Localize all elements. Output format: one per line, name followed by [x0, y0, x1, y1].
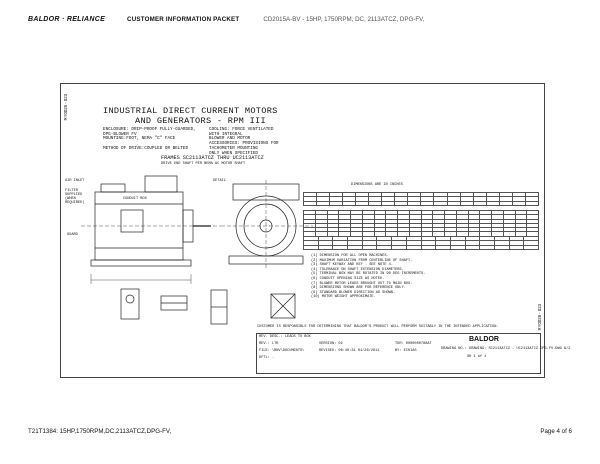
footer-page-number: Page 4 of 6 — [540, 428, 572, 435]
tdr-number: TDR: 0000000788AT — [395, 342, 432, 346]
drawing-notes: (1) DIMENSION FOR ALL OPEN MACHINES. (2)… — [311, 254, 426, 300]
drawing-frame: RY0028 - 023 RY0028 - 023 INDUSTRIAL DIR… — [60, 83, 570, 378]
rev-desc: REV. DESC.: LEADS TO BOX — [259, 335, 311, 339]
drawn-by: BY: ECHIAS — [395, 349, 417, 353]
page-header: BALDOR · RELIANCE CUSTOMER INFORMATION P… — [28, 12, 588, 26]
dimensions-title: DIMENSIONS ARE IN INCHES — [351, 183, 403, 187]
footer-left: T21T1384: 15HP,1750RPM,DC,2113ATCZ,DPG-F… — [28, 428, 172, 435]
product-description: CD2015A-BV - 15HP, 1750RPM, DC, 2113ATCZ… — [263, 15, 425, 23]
detail-label: DETAIL — [213, 179, 226, 183]
guard-label: GUARD — [67, 233, 78, 237]
sheet-number: SH 1 of 1 — [467, 355, 487, 359]
drawing-number: DRAWING NO.: DRAWING: SC2113ATCZ - UC211… — [441, 347, 571, 351]
dimension-table-3 — [303, 235, 539, 250]
baldor-brand-logo: BALDOR — [469, 336, 499, 343]
baldor-logo: BALDOR · RELIANCE — [28, 15, 106, 23]
disclaimer: CUSTOMER IS RESPONSIBLE FOR DETERMINING … — [257, 325, 499, 329]
drawing-title-line1: INDUSTRIAL DIRECT CURRENT MOTORS — [103, 106, 278, 116]
dftl: DFTL: - — [259, 356, 275, 360]
spec-left: ENCLOSURE: DRIP-PROOF FULLY-GUARDED, DPG… — [103, 127, 196, 151]
rev: REV.: LTR — [259, 342, 279, 346]
dimension-table-2 — [303, 209, 539, 237]
file-path: FILE: \RNV\DOCUMENTS\ — [259, 349, 305, 353]
title-block: REV. DESC.: LEADS TO BOX REV.: LTR FILE:… — [256, 333, 570, 374]
air-inlet-labels: AIR INLET FILTER SUPPLIED (WHEN REQUIRED… — [65, 179, 85, 205]
dimension-table-1 — [302, 191, 540, 206]
frames-title: FRAMES SC2113ATCZ THRU UC2113ATCZ — [161, 155, 264, 161]
drawing-title-line2: AND GENERATORS - RPM III — [135, 116, 266, 126]
frames-subtitle: DRIVE END SHAFT PER NEMA AC MOTOR SHAFT — [161, 162, 246, 166]
version: VERSION: 02 — [319, 342, 343, 346]
revised-date: REVISED: 06:40:31 01/26/2011 — [319, 349, 380, 353]
conduit-box-label: CONDUIT BOX — [123, 197, 147, 201]
motor-line-drawing — [81, 175, 313, 325]
packet-title: CUSTOMER INFORMATION PACKET — [127, 15, 240, 23]
spec-right: COOLING: FORCE VENTILATED WITH INTEGRAL … — [209, 127, 279, 156]
